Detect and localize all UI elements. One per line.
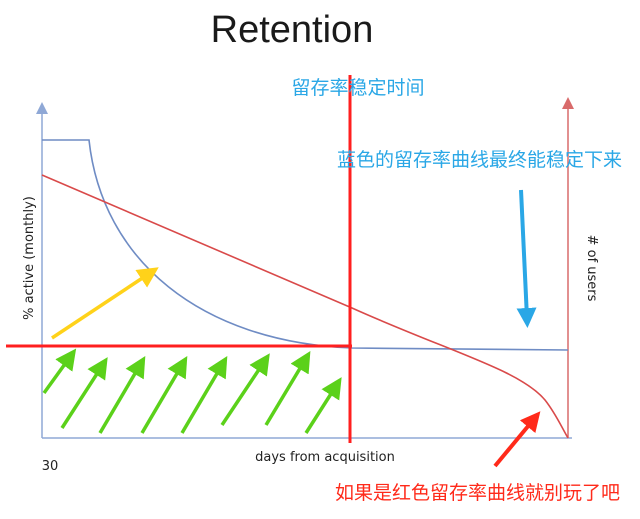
annotation-blue-note: 蓝色的留存率曲线最终能稳定下来 bbox=[337, 149, 622, 171]
x-axis-label: days from acquisition bbox=[255, 450, 395, 465]
yellow-arrow bbox=[51, 267, 159, 340]
annotation-red-note: 如果是红色留存率曲线就别玩了吧 bbox=[335, 482, 620, 504]
blue-arrow bbox=[516, 189, 537, 328]
green-arrow bbox=[42, 348, 77, 395]
green-arrow bbox=[180, 355, 228, 434]
green-arrow bbox=[98, 355, 146, 434]
y2-axis-label: # of users bbox=[584, 235, 599, 302]
green-arrow bbox=[304, 377, 342, 434]
annotation-stabilize-time: 留存率稳定时间 bbox=[291, 77, 424, 99]
green-arrow bbox=[220, 353, 270, 426]
green-arrow bbox=[60, 357, 108, 429]
green-arrows bbox=[42, 348, 342, 434]
green-arrow bbox=[264, 350, 311, 426]
x-tick-label: 30 bbox=[42, 459, 59, 474]
green-arrow bbox=[140, 355, 188, 434]
chart-title: Retention bbox=[211, 9, 374, 51]
y-axis-label: % active (monthly) bbox=[22, 196, 37, 320]
red-arrow bbox=[493, 411, 541, 468]
blue-retention-curve bbox=[42, 139, 569, 351]
red-retention-curve bbox=[41, 174, 569, 439]
